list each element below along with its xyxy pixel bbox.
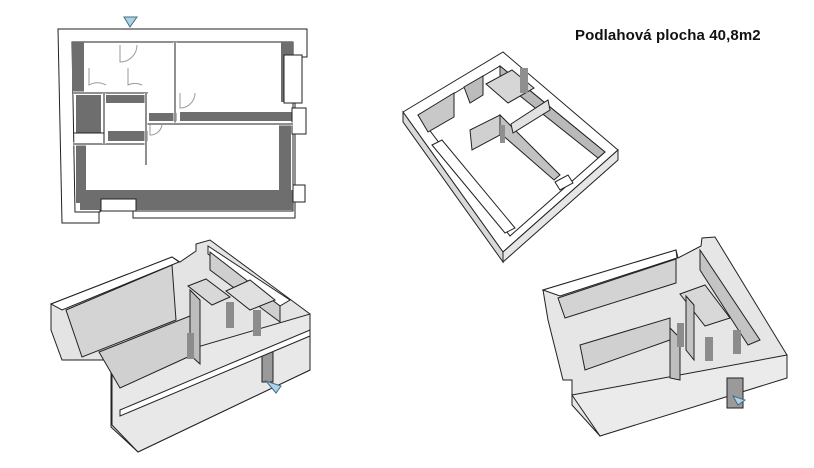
floor-area-title: Podlahová plocha 40,8m2 <box>575 27 761 44</box>
entrance-marker-icon <box>731 395 747 406</box>
entrance-marker-icon <box>264 379 282 394</box>
iso-right-view <box>541 236 788 437</box>
iso-rotated-view <box>402 51 619 264</box>
iso-left-view <box>49 239 311 453</box>
plan-top-view <box>57 16 308 224</box>
entrance-marker-icon <box>123 16 138 28</box>
